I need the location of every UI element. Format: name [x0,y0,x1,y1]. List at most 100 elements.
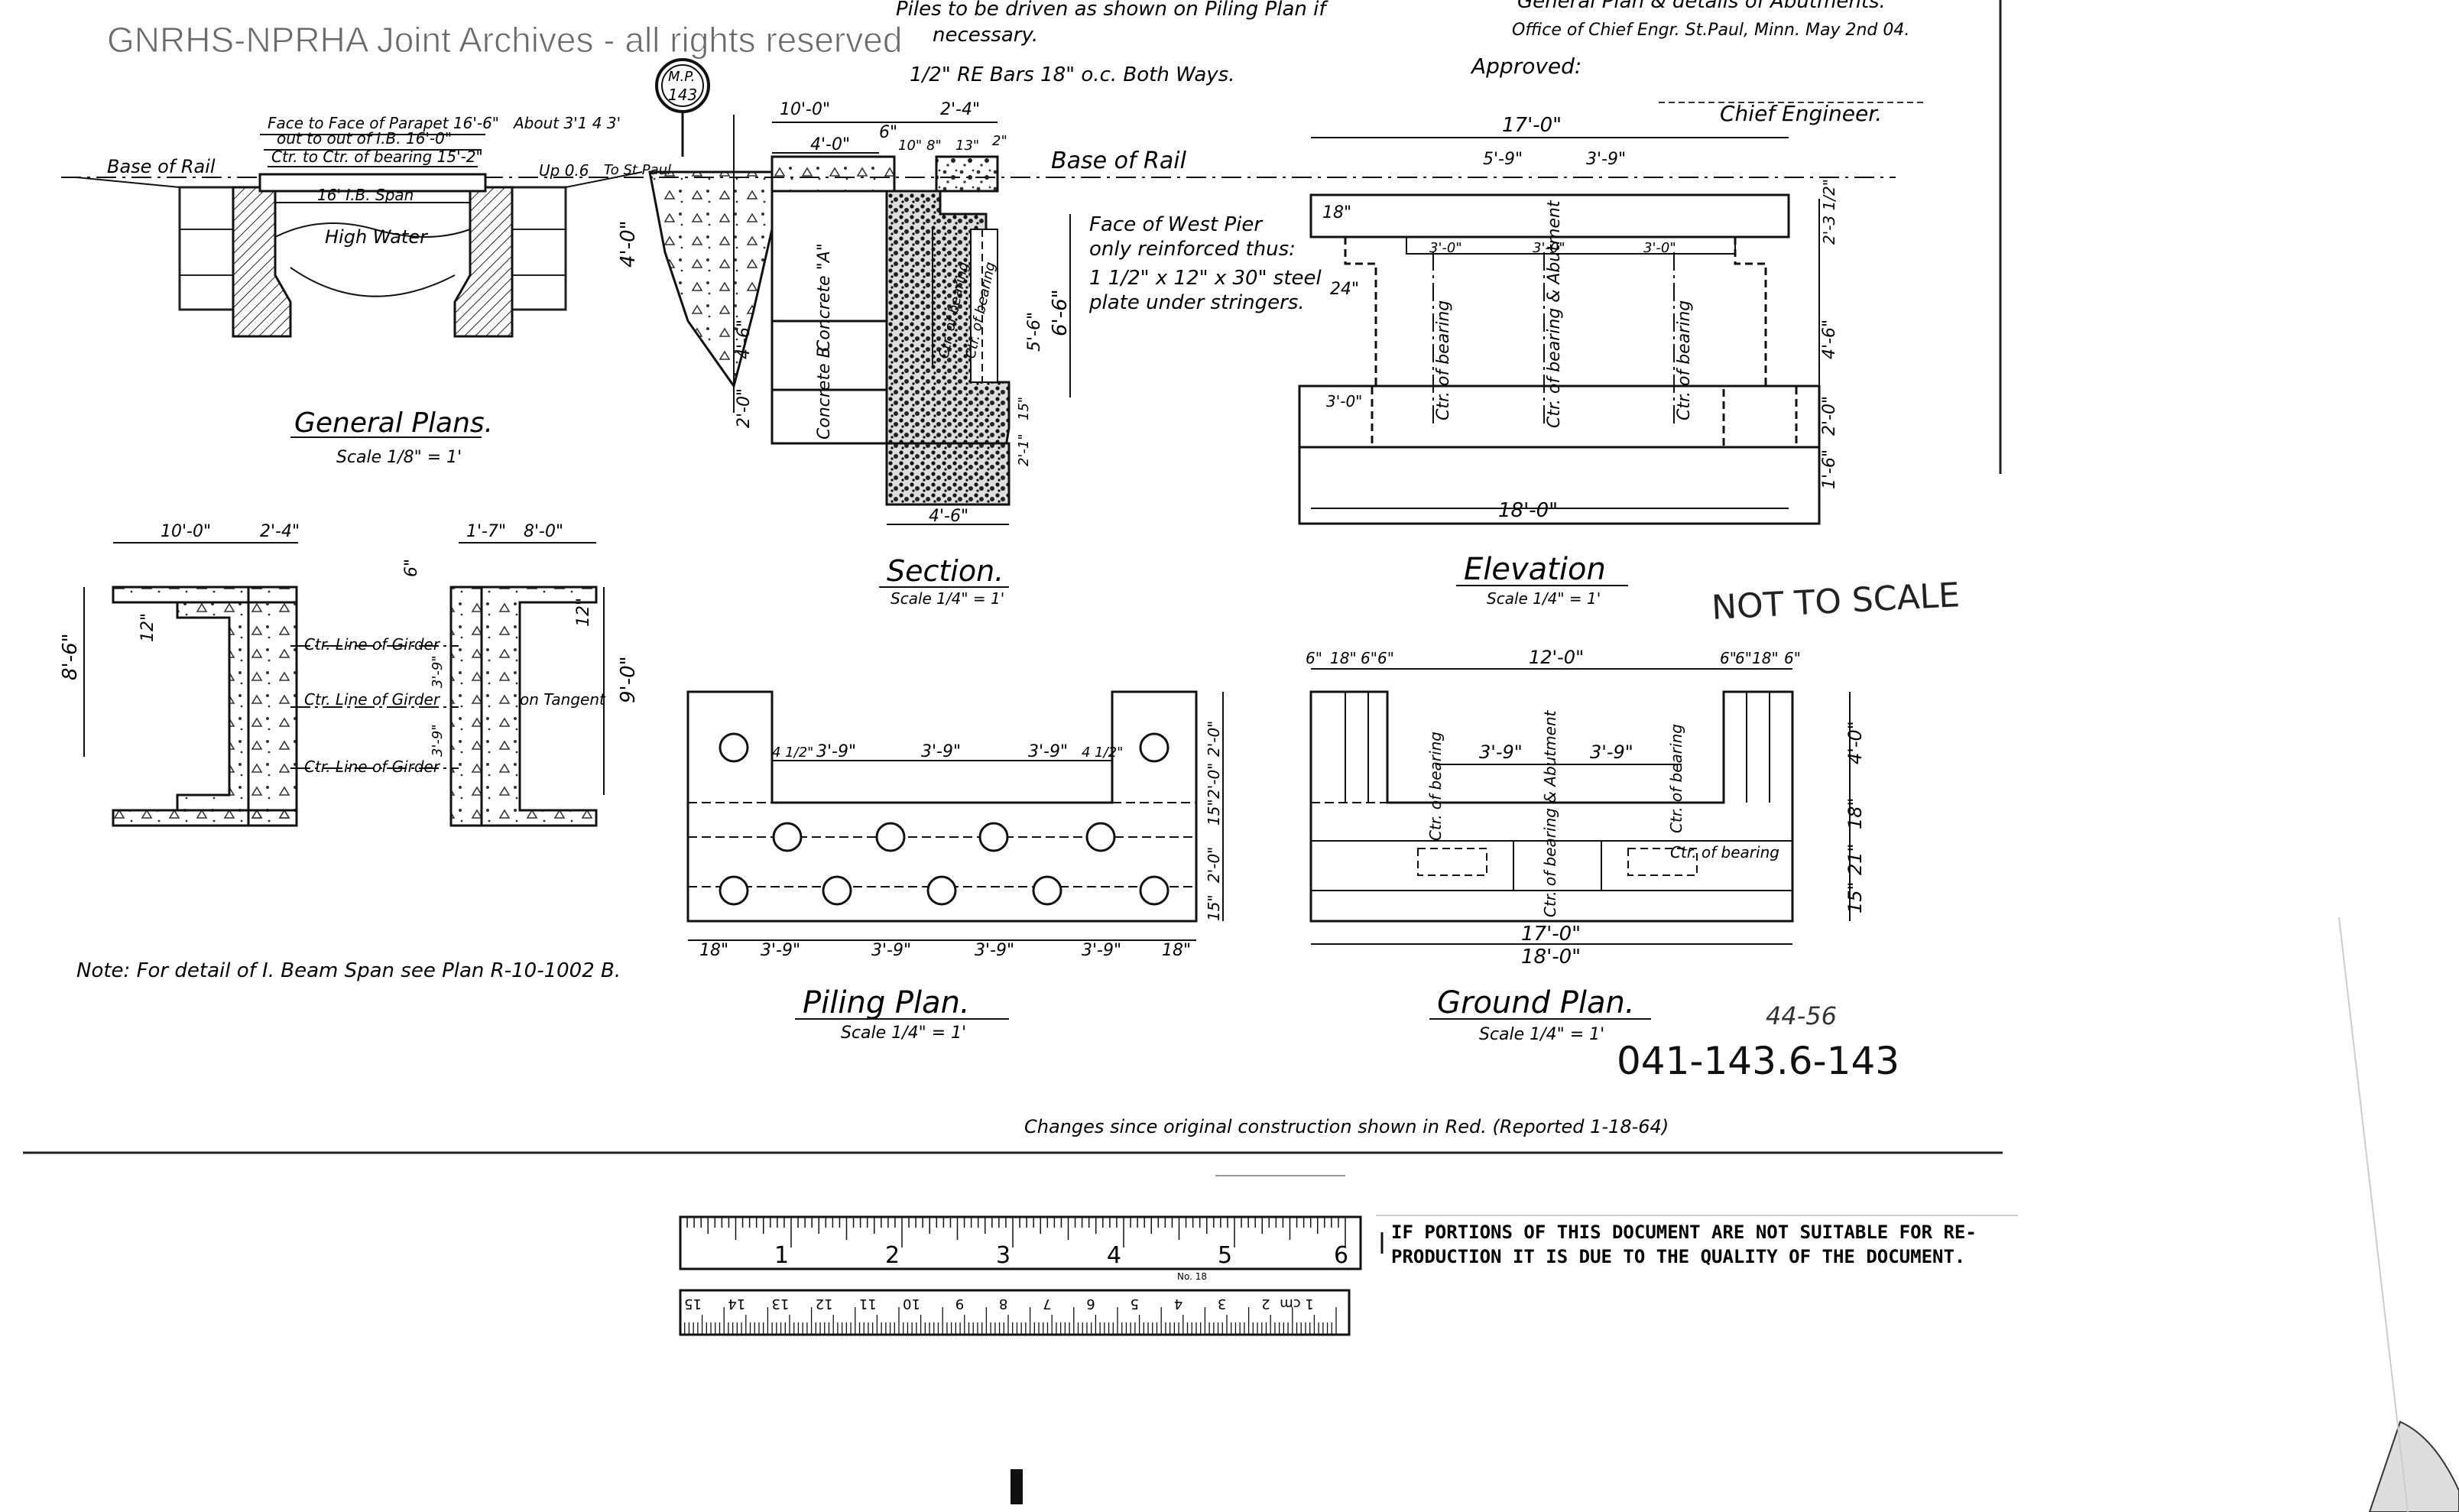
plan-dim-8-0: 8'-0" [524,522,563,541]
plan-dim-9-0: 9'-0" [617,656,640,703]
ground-top-dim-9: 6" [1784,649,1801,667]
general-plans-scale: Scale 1/8" = 1' [336,448,462,467]
plan-dim-6: 6" [402,559,421,577]
document-number: 041-143.6-143 [1617,1039,1899,1083]
ground-ctr-bearing-3: Ctr. of bearing & Abutment [1541,709,1559,917]
section-dim-8: 8" [926,138,942,154]
piling-plan-scale: Scale 1/4" = 1' [841,1024,966,1043]
face-note-line3: 1 1/2" x 12" x 30" steel [1089,267,1322,290]
base-of-rail-left: Base of Rail [107,156,216,177]
ruler-inch-6: 6 [1334,1242,1348,1269]
elevation-dim-3-0d: 3'-0" [1326,392,1362,410]
elevation-title: Elevation [1464,552,1606,587]
general-plans-view: Face to Face of Parapet 16'-6" About 3'1… [76,114,671,467]
elevation-dim-17-0: 17'-0" [1502,114,1562,137]
ruler-cm-label: 15 [684,1296,702,1312]
ruler-inch-2: 2 [885,1242,900,1269]
ctr-line-girder-1: Ctr. Line of Girder [304,635,441,654]
not-to-scale-stamp: NOT TO SCALE [1711,576,1961,628]
piles-note-line2: necessary. [933,24,1038,47]
changes-note: Changes since original construction show… [1024,1116,1669,1137]
plan-dim-10-0: 10'-0" [161,522,211,541]
about-note: About 3'1 4 3' [512,114,621,132]
wingwall-plan-view: 10'-0" 2'-4" 1'-7" 8'-0" 6" 8'-6" 9'-0" … [59,522,640,827]
elevation-dim-18: 18" [1322,203,1351,222]
ground-side-dim-2: 18" [1844,797,1866,829]
elevation-dim-3-9: 3'-9" [1586,150,1626,169]
ctr-line-girder-3: Ctr. Line of Girder [304,758,441,776]
piling-side-dim-4: 2'-0" [1205,847,1223,883]
piling-bottom-dim-2: 3'-9" [761,941,800,960]
section-view: 10'-0" 2'-4" 4'-0" 6" 10" 8" 13" 2" Base… [617,100,1322,608]
piling-bottom-dim-4: 3'-9" [975,941,1014,960]
ctr-line-girder-2: Ctr. Line of Girder [304,690,441,709]
piling-side-dim-1: 2'-0" [1205,721,1223,757]
ruler-cm-label: 2 [1261,1296,1270,1312]
piling-bottom-dim-1: 18" [699,941,728,960]
plan-dim-12b: 12" [574,598,593,627]
piling-side-dim-5: 15" [1205,894,1223,921]
elevation-dim-2-0: 2'-0" [1820,396,1839,436]
ground-top-dim-7: 6" [1735,649,1752,667]
plan-dim-1-7: 1'-7" [466,522,506,541]
ground-top-dim-1: 6" [1306,649,1322,667]
ground-side-dim-4: 15" [1844,881,1866,913]
milepost-label: M.P. [668,69,695,85]
plan-dim-2-4: 2'-4" [260,522,300,541]
ruler-cm-label: 14 [728,1296,745,1312]
section-dim-15: 15" [1016,397,1032,420]
rebar-note: 1/2" RE Bars 18" o.c. Both Ways. [910,63,1235,86]
quality-notice-line1: IF PORTIONS OF THIS DOCUMENT ARE NOT SUI… [1391,1222,1977,1243]
elevation-scale: Scale 1/4" = 1' [1487,589,1601,608]
elevation-dim-3-0c: 3'-0" [1643,240,1676,256]
ruler-cm-label: 11 [859,1296,877,1312]
high-water-label: High Water [325,226,429,248]
section-dim-4-0v: 4'-0" [617,220,640,268]
ground-top-dim-5: 12'-0" [1529,647,1584,668]
section-dim-13: 13" [955,138,979,154]
archive-watermark: GNRHS-NPRHA Joint Archives - all rights … [107,20,902,60]
piling-side-dim-3: 15" [1205,799,1223,826]
ground-dim-17-0: 17'-0" [1521,923,1581,946]
page-curl [2368,1420,2459,1512]
face-note-line2: only reinforced thus: [1089,238,1296,261]
piles-note-line1: Piles to be driven as shown on Piling Pl… [896,0,1328,21]
section-dim-4-6v: 4'-6" [735,320,754,359]
ruler-inch-1: 1 [774,1242,789,1269]
elevation-dim-2-3: 2'-3 1/2" [1820,179,1838,245]
piling-top-dim-1: 4 1/2" [772,745,813,761]
ground-plan-view: 6" 18" 6" 6" 12'-0" 6" 6" 18" 6" 3'-9" 3… [1306,647,1866,1044]
ground-side-dim-3: 21" [1844,843,1866,875]
piling-bottom-dim-3: 3'-9" [871,941,911,960]
pile-circles [719,732,1169,906]
elevation-dim-3-0a: 3'-0" [1429,240,1462,256]
section-dim-6: 6" [879,123,897,142]
ground-plan-scale: Scale 1/4" = 1' [1479,1025,1604,1044]
piling-bottom-dim-6: 18" [1162,941,1191,960]
face-to-face-parapet: Face to Face of Parapet 16'-6" [268,114,499,132]
elevation-dim-1-6: 1'-6" [1820,449,1839,489]
ruler-cm-label: 12 [816,1296,833,1312]
chief-engineer-label: Chief Engineer. [1720,101,1882,126]
face-note-line1: Face of West Pier [1089,213,1264,236]
office-line: Office of Chief Engr. St.Paul, Minn. May… [1512,21,1909,40]
piling-top-dim-3: 3'-9" [921,742,961,761]
ground-top-dim-8: 18" [1752,649,1779,667]
section-scale: Scale 1/4" = 1' [890,589,1004,608]
piling-top-dim-4: 3'-9" [1028,742,1068,761]
ruler-maker: No. 18 [1177,1271,1207,1282]
section-dim-4-6b: 4'-6" [929,507,968,526]
on-tangent-label: on Tangent [520,690,606,709]
ruler-cm-label: 4 [1174,1296,1182,1312]
section-base-of-rail: Base of Rail [1051,148,1187,174]
section-dim-2: 2" [992,133,1007,149]
ground-ctr-bearing-1: Ctr. of bearing [1426,732,1445,841]
elevation-dim-5-9: 5'-9" [1483,150,1523,169]
ruler-inch-5: 5 [1218,1242,1232,1269]
sheet-title: General Plan & details of Abutments. [1517,0,1886,13]
face-note-line4: plate under stringers. [1088,291,1305,314]
section-title: Section. [887,554,1004,588]
section-dim-2-0v: 2'-0" [735,388,754,428]
out-to-out: out to out of I.B. 16'-0" [277,129,452,148]
